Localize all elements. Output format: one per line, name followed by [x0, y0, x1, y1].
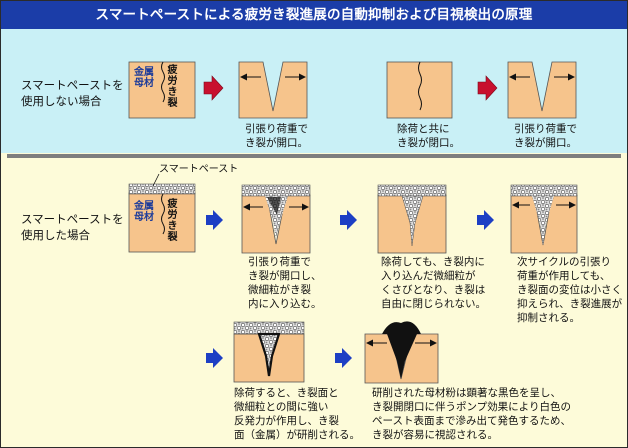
title-bar: スマートペーストによる疲労き裂進展の自動抑制および目視検出の原理	[1, 1, 627, 29]
blue-arrow-1	[206, 210, 223, 230]
metal-label-top: 金属 母材	[134, 67, 154, 89]
red-arrow-2	[477, 75, 498, 101]
metal-label-mid: 金属 母材	[134, 201, 154, 223]
caption-top-3: 引張り荷重で き裂が開口。	[514, 123, 577, 149]
page-title: スマートペーストによる疲労き裂進展の自動抑制および目視検出の原理	[95, 7, 533, 23]
caption-mid-1: 引張り荷重で き裂が開口し、 微細粒がき裂 内に入り込む。	[248, 256, 322, 310]
blue-arrow-4	[206, 348, 223, 368]
blue-arrow-3	[477, 210, 494, 230]
blue-arrow-2	[340, 210, 357, 230]
mid-panel-initial	[128, 173, 196, 253]
crack-label-mid: 疲労き裂	[167, 199, 178, 243]
mid-panel-suppressed	[510, 184, 578, 254]
section-divider	[7, 154, 621, 158]
blue-arrow-5	[335, 348, 352, 368]
bottom-panel-discolored	[364, 321, 439, 384]
top-panel-closed	[386, 61, 453, 119]
mid-panel-wedged	[377, 184, 447, 254]
caption-top-1: 引張り荷重で き裂が開口。	[245, 123, 308, 149]
caption-bottom-1: 除荷すると、き裂面と 微細粒との間に強い 反発力が作用し、き裂 面（金属）が研削…	[234, 387, 360, 441]
crack-label-top: 疲労き裂	[167, 65, 178, 109]
top-panel-initial	[128, 61, 196, 119]
top-panel-open-2	[507, 61, 577, 119]
caption-mid-2: 除荷しても、き裂内に 入り込んだ微細粒が くさびとなり、き裂は 自由に閉じられな…	[381, 256, 486, 310]
bottom-panel-grinding	[233, 321, 305, 383]
mid-panel-open	[241, 184, 311, 254]
caption-mid-3: 次サイクルの引張り 荷重が作用しても、 き裂面の変位は小さく 抑えられ、き裂進展…	[517, 256, 623, 324]
row-label-without-paste: スマートペーストを 使用しない場合	[21, 78, 124, 108]
caption-bottom-2: 研削された母材粉は顕著な黒色を呈し、 き裂開閉口に伴うポンプ効果により白色の ペ…	[372, 387, 571, 441]
caption-top-2: 除荷と共に き裂が閉口。	[397, 123, 460, 149]
red-arrow-1	[203, 75, 224, 101]
top-panel-open-1	[238, 61, 308, 119]
row-label-with-paste: スマートペーストを 使用した場合	[21, 212, 124, 242]
smart-paste-label: スマートペースト	[159, 164, 239, 175]
